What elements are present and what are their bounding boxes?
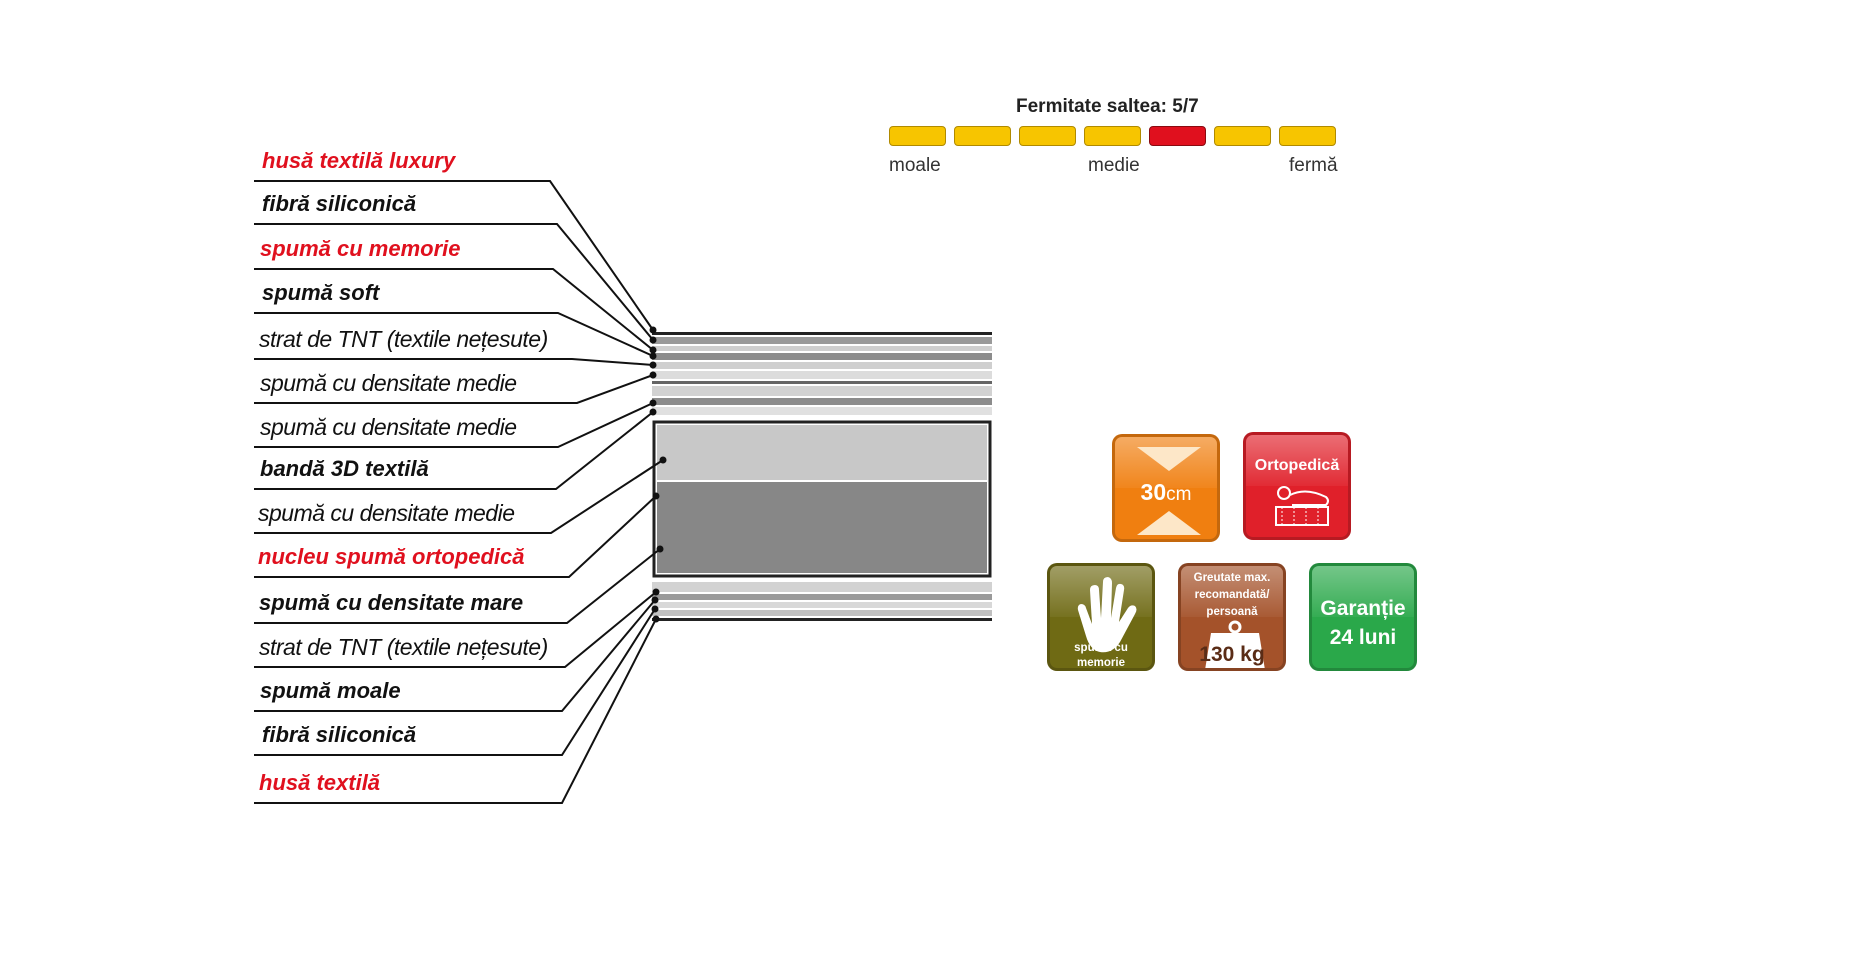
firmness-label-medium: medie [1088, 155, 1140, 176]
top-thin-layers [652, 332, 992, 415]
firmness-segment-6 [1214, 126, 1271, 146]
max-weight-value: 130 kg [1199, 643, 1265, 666]
leader-line-9 [254, 459, 664, 534]
layer-label-4: spumă soft [262, 280, 380, 305]
leader-line-6 [254, 374, 654, 404]
leader-dot-9 [659, 456, 667, 464]
leader-dot-6 [649, 371, 657, 379]
leader-line-11 [254, 548, 661, 624]
leader-line-8 [254, 411, 654, 490]
leader-line-13 [254, 599, 656, 712]
layer-label-10: nucleu spumă ortopedică [258, 544, 525, 569]
layer-label-13: spumă moale [260, 678, 401, 703]
leader-dot-2 [649, 336, 657, 344]
leader-line-5 [254, 358, 654, 366]
leader-dot-5 [649, 361, 657, 369]
firmness-segment-5 [1149, 126, 1206, 146]
leader-dot-11 [656, 545, 664, 553]
firmness-segment-2 [954, 126, 1011, 146]
core-block [652, 420, 992, 578]
bed-person-icon [1275, 486, 1329, 526]
firmness-segment-7 [1279, 126, 1336, 146]
layer-label-3: spumă cu memorie [260, 236, 461, 261]
leader-dot-4 [649, 352, 657, 360]
layer-label-1: husă textilă luxury [262, 148, 456, 173]
leader-dot-14 [651, 605, 659, 613]
firmness-title: Fermitate saltea: 5/7 [1016, 96, 1199, 117]
leader-line-7 [254, 402, 654, 448]
layer-label-11: spumă cu densitate mare [259, 590, 524, 615]
leader-line-14 [254, 608, 656, 756]
leader-dot-15 [652, 615, 660, 623]
height-arrows-icon [1137, 447, 1201, 535]
bottom-thin-layers [652, 582, 992, 621]
leader-line-15 [254, 618, 657, 804]
layer-label-5: strat de TNT (textile nețesute) [259, 326, 548, 352]
layer-label-8: bandă 3D textilă [260, 456, 429, 481]
memory-foam-label: spumă cu memorie [1074, 642, 1128, 669]
height-value: 30 [1140, 479, 1167, 505]
layer-label-7: spumă cu densitate medie [260, 414, 517, 440]
leader-line-12 [254, 591, 657, 668]
height-badge: 30cm [1112, 434, 1220, 542]
layer-label-15: husă textilă [259, 770, 381, 795]
hand-icon [1077, 577, 1137, 653]
firmness-segment-4 [1084, 126, 1141, 146]
leader-dot-1 [649, 326, 657, 334]
leader-dot-7 [649, 399, 657, 407]
leader-dot-12 [652, 588, 660, 596]
leader-line-3 [254, 268, 654, 351]
firmness-segment-3 [1019, 126, 1076, 146]
layer-label-12: strat de TNT (textile nețesute) [259, 634, 548, 660]
orthopedic-label: Ortopedică [1254, 457, 1340, 474]
leader-line-4 [254, 312, 654, 357]
firmness-segment-1 [889, 126, 946, 146]
leader-line-2 [254, 223, 654, 341]
leader-line-10 [254, 495, 657, 578]
leader-dot-8 [649, 408, 657, 416]
leader-dot-13 [651, 596, 659, 604]
layer-label-6: spumă cu densitate medie [260, 370, 517, 396]
weight-icon [1205, 620, 1265, 668]
warranty-line-2: 24 luni [1329, 626, 1397, 649]
height-unit: cm [1166, 484, 1192, 505]
warranty-line-1: Garanție [1320, 597, 1406, 620]
max-weight-badge: Greutate max. recomandată/ persoană 130 … [1178, 563, 1286, 671]
layer-label-2: fibră siliconică [262, 191, 417, 216]
firmness-label-firm: fermă [1289, 155, 1338, 176]
warranty-badge: Garanție 24 luni [1309, 563, 1417, 671]
orthopedic-badge: Ortopedică [1243, 432, 1351, 540]
leader-lines [254, 180, 667, 804]
leader-dot-10 [652, 492, 660, 500]
leader-dot-3 [649, 346, 657, 354]
memory-foam-badge: spumă cu memorie [1047, 563, 1155, 671]
layer-label-9: spumă cu densitate medie [258, 500, 515, 526]
layer-label-14: fibră siliconică [262, 722, 417, 747]
max-weight-caption: Greutate max. recomandată/ persoană [1193, 572, 1271, 618]
leader-line-1 [254, 180, 654, 331]
firmness-label-soft: moale [889, 155, 941, 176]
